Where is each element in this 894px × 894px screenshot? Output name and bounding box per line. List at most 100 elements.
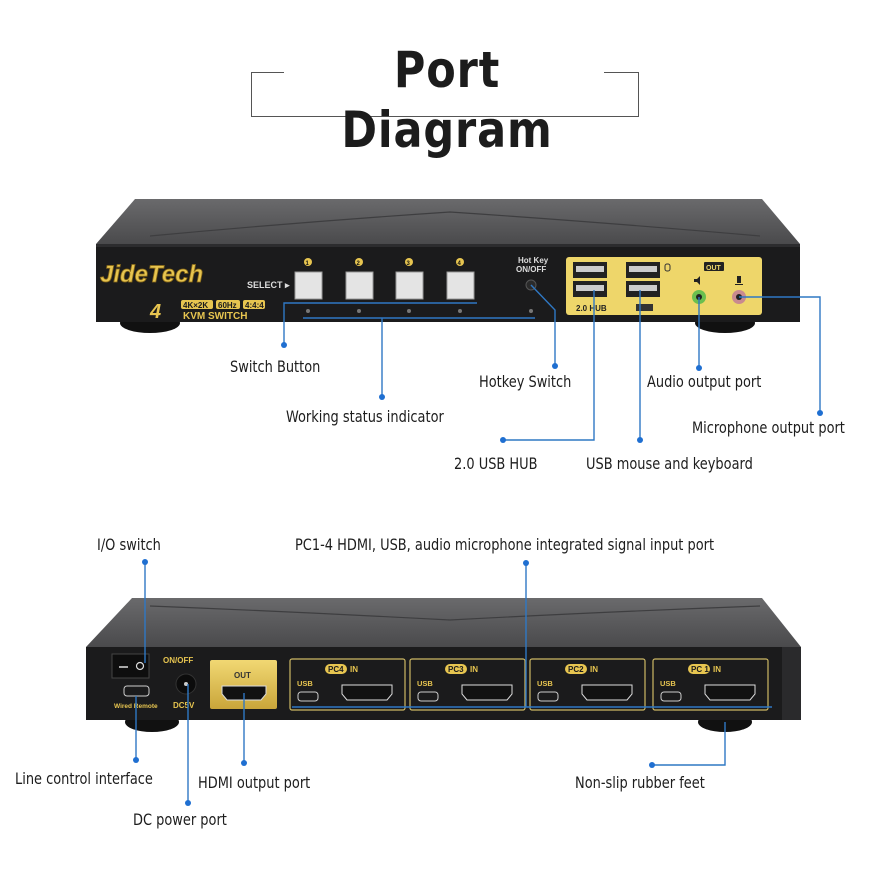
mini-usb-port — [537, 691, 559, 702]
label-usb-hub: 2.0 USB HUB — [454, 454, 538, 473]
usb-hub-ports — [573, 262, 607, 297]
badge-4k: 4K×2K — [183, 301, 208, 310]
hub-label: 2.0 HUB — [576, 304, 607, 313]
pc-input-name: PC3 — [448, 665, 464, 674]
leader-rubber-feet — [652, 722, 726, 766]
brand-logo: JideTech — [100, 261, 203, 288]
out-label: OUT — [706, 265, 722, 272]
port-count: 4 — [149, 301, 161, 323]
hdmi-in-port — [704, 684, 756, 701]
leader-line-control-dot — [133, 757, 139, 763]
on-off-label: ON/OFF — [163, 656, 193, 665]
back-device-face — [86, 647, 801, 720]
svg-text:4: 4 — [458, 261, 462, 267]
select-button-3 — [395, 271, 424, 300]
mini-usb-port — [660, 691, 682, 702]
usb-label: USB — [297, 679, 313, 688]
pc-input-suffix: IN — [470, 665, 478, 674]
label-pc-inputs: PC1-4 HDMI, USB, audio microphone integr… — [295, 535, 715, 554]
pc-input-suffix: IN — [350, 665, 358, 674]
hotkey-label-2: ON/OFF — [516, 265, 546, 274]
mini-usb-port — [417, 691, 439, 702]
wired-remote-label: Wired Remote — [114, 703, 158, 710]
label-switch-button: Switch Button — [230, 357, 321, 376]
usb-label: USB — [537, 679, 553, 688]
leader-mic — [739, 296, 821, 413]
dc-jack — [175, 673, 197, 695]
select-buttons: 1 2 3 4 — [294, 258, 475, 300]
pc-input-name: PC 1 — [691, 665, 709, 674]
badge-444: 4:4:4 — [245, 301, 264, 310]
hdmi-out-label: OUT — [234, 671, 251, 680]
badge-60hz: 60Hz — [218, 301, 237, 310]
leader-io-switch-dot — [142, 559, 148, 565]
usb-label: USB — [660, 679, 676, 688]
label-audio-output: Audio output port — [647, 372, 762, 391]
svg-text:1: 1 — [306, 261, 310, 267]
pc-input-frame — [289, 658, 406, 711]
label-line-control: Line control interface — [15, 769, 153, 788]
leader-usb-hub-dot — [500, 437, 506, 443]
mic-jack — [732, 290, 746, 304]
dc5v-label: DC5V — [173, 701, 195, 710]
pc-input-frame — [529, 658, 646, 711]
svg-text:2: 2 — [357, 261, 361, 267]
pc-input-group: PC3 IN USB — [409, 658, 526, 711]
title-frame-top-left — [251, 72, 284, 73]
front-device: JideTech SELECT ▸ 4 4K×2K 60Hz 4:4:4 KVM… — [96, 199, 800, 333]
usb-km-ports — [626, 262, 671, 311]
power-switch — [111, 653, 150, 679]
leader-rubber-feet-dot — [649, 762, 655, 768]
label-hdmi-output: HDMI output port — [198, 773, 311, 792]
leader-switch-button — [283, 302, 477, 345]
product-name: KVM SWITCH — [183, 311, 247, 322]
hdmi-in-port — [581, 684, 633, 701]
hotkey-button — [525, 279, 537, 291]
leader-hdmi-out-dot — [241, 760, 247, 766]
audio-jack — [692, 290, 706, 304]
speaker-icon — [694, 276, 700, 285]
pc-input-suffix: IN — [590, 665, 598, 674]
leader-audio-dot — [696, 365, 702, 371]
leader-pc-inputs-up-dot — [523, 560, 529, 566]
hdmi-out-panel — [210, 660, 277, 709]
status-leds — [306, 309, 533, 313]
label-hotkey-switch: Hotkey Switch — [479, 372, 572, 391]
front-device-face — [96, 244, 800, 322]
hdmi-out-port — [221, 685, 267, 701]
svg-text:3: 3 — [407, 261, 411, 267]
select-label: SELECT ▸ — [247, 280, 290, 290]
pc-input-frame — [652, 658, 769, 711]
hdmi-in-port — [461, 684, 513, 701]
select-button-1 — [294, 271, 323, 300]
back-foot-left — [125, 712, 179, 732]
leader-hotkey-dot — [552, 363, 558, 369]
usb-label: USB — [417, 679, 433, 688]
pc-input-frame — [409, 658, 526, 711]
page-title: Port Diagram — [341, 41, 553, 159]
pc-input-group: PC4 IN USB — [289, 658, 406, 711]
title-frame-top-right — [604, 72, 638, 73]
hotkey-label-1: Hot Key — [518, 256, 549, 265]
wired-remote-port — [123, 685, 150, 697]
leader-usb-hub — [503, 290, 595, 441]
front-foot-left — [120, 313, 180, 333]
front-foot-right — [695, 313, 755, 333]
title-frame — [251, 72, 639, 117]
leader-usb-km-dot — [637, 437, 643, 443]
label-working-status: Working status indicator — [286, 407, 444, 426]
leader-switch-button-dot — [281, 342, 287, 348]
leader-hotkey — [530, 284, 556, 366]
leader-working-status-drop-dot — [379, 394, 385, 400]
pc-input-name: PC4 — [328, 665, 344, 674]
front-device-top-curve — [149, 211, 761, 237]
back-device-top — [86, 598, 801, 647]
label-rubber-feet: Non-slip rubber feet — [575, 773, 705, 792]
hdmi-in-port — [341, 684, 393, 701]
label-usb-mouse-keyboard: USB mouse and keyboard — [586, 454, 753, 473]
label-io-switch: I/O switch — [97, 535, 161, 554]
microphone-icon — [735, 276, 743, 285]
